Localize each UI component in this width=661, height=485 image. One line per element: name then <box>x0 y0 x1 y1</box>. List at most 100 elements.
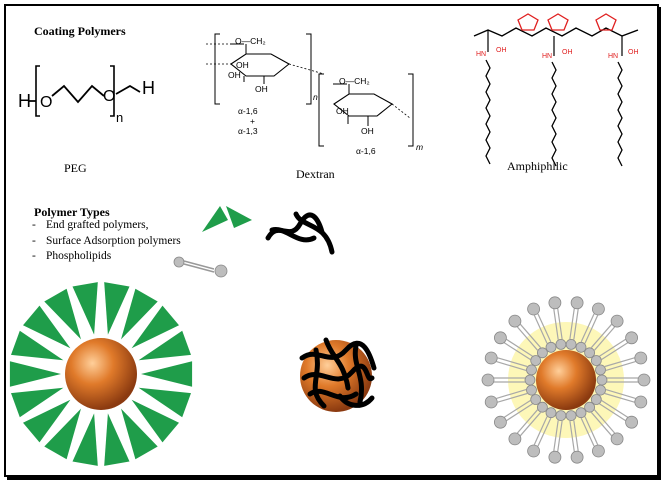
lipid-outer-head <box>493 415 507 429</box>
grafted-polymer-wedge <box>72 413 98 466</box>
phospholipid-shell <box>481 296 651 464</box>
grafted-polymer-wedge <box>138 387 191 418</box>
grafted-polymer-wedge <box>138 330 191 361</box>
lipid-outer-head <box>634 395 648 409</box>
polymer-types-title: Polymer Types <box>34 205 110 219</box>
dextran-subscript-n: n <box>313 92 318 102</box>
lipid-tail <box>584 416 599 445</box>
lipid-tail <box>580 417 595 447</box>
grafted-polymer-wedge <box>131 305 179 349</box>
grafted-polymer-wedge <box>72 282 98 335</box>
lipid-tail <box>553 308 559 340</box>
polymer-types-list: End grafted polymers, Surface Adsorption… <box>32 218 181 265</box>
lipid-tail <box>605 389 636 399</box>
coating-polymers-title: Coating Polymers <box>34 24 126 38</box>
lipid-tail <box>537 313 552 343</box>
lipid-tail <box>580 313 595 343</box>
lipid-tail <box>557 420 563 452</box>
dextran-label: Dextran <box>296 167 335 181</box>
dextran-bond1-line3: α-1,3 <box>238 126 258 136</box>
grafted-polymer-wedge <box>121 288 158 340</box>
polymer-type-item: Surface Adsorption polymers <box>32 234 181 250</box>
grafted-polymer-wedge <box>9 361 61 387</box>
lipid-inner-head <box>524 374 536 386</box>
grafted-polymer-wedges <box>9 282 193 466</box>
lipid-tail <box>503 342 531 361</box>
dextran-bond1-line2: + <box>250 116 255 126</box>
peg-bonds <box>28 65 141 117</box>
lipid-outer-head <box>592 444 605 458</box>
lipid-outer-head <box>570 296 584 310</box>
lipid-tail <box>497 392 528 403</box>
dextran-ring2-ch2: O—CH₂ <box>339 76 370 86</box>
grafted-polymer-wedge <box>141 361 193 387</box>
lipid-tail <box>537 417 552 447</box>
lipid-tail <box>533 416 548 445</box>
dextran-oh-e: OH <box>361 126 374 136</box>
lipid-tail <box>519 323 542 349</box>
lipid-outer-head <box>481 373 495 387</box>
grafted-polymer-wedge <box>44 408 81 460</box>
lipid-tail <box>590 323 613 349</box>
dextran-oh-d: OH <box>336 106 349 116</box>
lipid-outer-head <box>610 432 624 446</box>
lipid-tail <box>593 409 616 434</box>
lipid-inner-head <box>555 338 567 350</box>
lipid-tail <box>516 326 539 351</box>
lipid-tail <box>506 403 533 422</box>
lipid-outer-head <box>484 395 498 409</box>
lipid-tail <box>497 357 528 368</box>
dextran-bonds <box>206 33 414 147</box>
polymer-type-item: End grafted polymers, <box>32 218 181 234</box>
acid-oh-2: OH <box>562 49 573 56</box>
grafted-polymer-wedge <box>11 330 64 361</box>
lipid-tail <box>601 399 629 418</box>
lipid-tail <box>573 420 579 452</box>
lipid-outer-head <box>548 296 562 310</box>
nanoparticle-adsorbed <box>299 337 377 412</box>
lipid-inner-head <box>545 341 557 353</box>
lipid-inner-head <box>530 355 542 366</box>
nanoparticle-core <box>65 338 137 410</box>
lipid-tail <box>519 411 542 437</box>
grafted-polymer-wedge <box>11 387 64 418</box>
lipid-tail <box>506 338 533 357</box>
dextran-bond2: α-1,6 <box>356 146 376 156</box>
lipid-inner-head <box>596 374 608 386</box>
lipid-outer-head <box>527 444 540 458</box>
lipid-outer-head <box>527 302 540 316</box>
grafted-polymer-wedge <box>104 282 130 335</box>
lipid-outer-head <box>625 415 638 429</box>
lipid-tail <box>569 420 575 452</box>
nanoparticle-phospholipid <box>481 296 651 464</box>
green-wedge-icon <box>202 206 252 232</box>
dextran-oh-a: OH <box>236 60 249 70</box>
lipid-outer-head <box>508 432 522 446</box>
lipid-inner-head <box>526 364 537 376</box>
lipid-inner-head <box>565 338 577 350</box>
lipid-inner-head <box>555 410 567 422</box>
polymer-type-item: Phospholipids <box>32 249 181 265</box>
lipid-tail <box>593 326 616 351</box>
amide-nh-3: HN <box>608 53 618 60</box>
amphiphilic-label: Amphiphilic <box>507 159 568 173</box>
nanoparticle-end-grafted <box>9 282 193 466</box>
dextran-oh-c: OH <box>255 84 268 94</box>
lipid-tail <box>601 342 629 361</box>
acid-oh-3: OH <box>628 49 639 56</box>
grafted-polymer-wedge <box>104 413 130 466</box>
dextran-oh-b: OH <box>228 70 241 80</box>
lipid-tail <box>604 392 635 403</box>
lipid-tail <box>503 399 531 418</box>
lipid-outer-head <box>625 331 638 345</box>
figure-frame: Coating Polymers H O O H n PEG <box>4 4 659 477</box>
lipid-inner-head <box>526 384 537 396</box>
lipid-inner-head <box>565 410 577 422</box>
lipid-tail <box>569 308 575 340</box>
acid-oh-1: OH <box>496 47 507 54</box>
lipid-tail <box>496 389 527 399</box>
lipid-inner-head <box>590 355 602 366</box>
lipid-outer-head <box>548 450 562 464</box>
grafted-polymer-wedge <box>131 399 179 443</box>
lipid-inner-head <box>545 407 557 419</box>
